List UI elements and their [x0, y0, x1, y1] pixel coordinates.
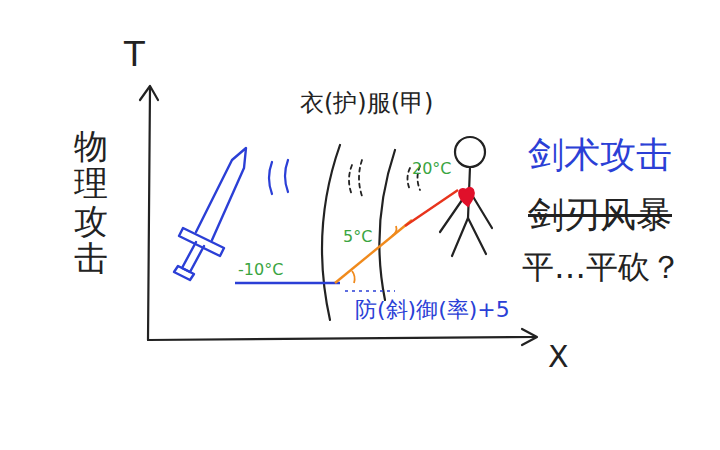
angle-mark [352, 271, 355, 283]
heart [459, 188, 474, 206]
sword-grip [182, 242, 204, 272]
wind-dash [359, 160, 362, 196]
defense-note: 防(斜)御(率)+5 [355, 298, 510, 322]
t-axis [148, 88, 150, 340]
inner-armor-layer [379, 150, 395, 300]
sword [174, 148, 246, 280]
layer-label: 衣(护)服(甲) [300, 90, 433, 116]
outer-armor-layer [322, 145, 340, 320]
skill-name: 剑术攻击 [528, 135, 672, 175]
angle-mark [392, 226, 397, 236]
struck-skill-name: 剑刃风暴 [528, 195, 672, 235]
figure-head [455, 137, 485, 167]
skill-name: 平…平砍？ [522, 250, 682, 285]
dashed-guide [345, 290, 395, 292]
x-axis-arrowhead [522, 329, 537, 345]
sword-pommel [174, 266, 194, 280]
wind-line [269, 162, 272, 194]
figure-legs [452, 218, 486, 256]
temperature-label: -10°C [238, 261, 283, 279]
temperature-label: 20°C [412, 160, 452, 178]
wind-dash [349, 165, 352, 195]
warm-line [335, 220, 412, 283]
axis-label: T [124, 36, 145, 73]
hot-line [405, 190, 458, 226]
t-axis-arrowhead [140, 86, 158, 100]
temperature-label: 5°C [343, 228, 372, 246]
axis-title: 物理攻击 [74, 128, 108, 278]
x-axis [148, 337, 535, 340]
cold-line [235, 282, 340, 284]
sword-blade [196, 148, 246, 240]
wind-line [285, 160, 288, 192]
wind-dash [408, 168, 411, 190]
axis-label: X [548, 340, 569, 373]
